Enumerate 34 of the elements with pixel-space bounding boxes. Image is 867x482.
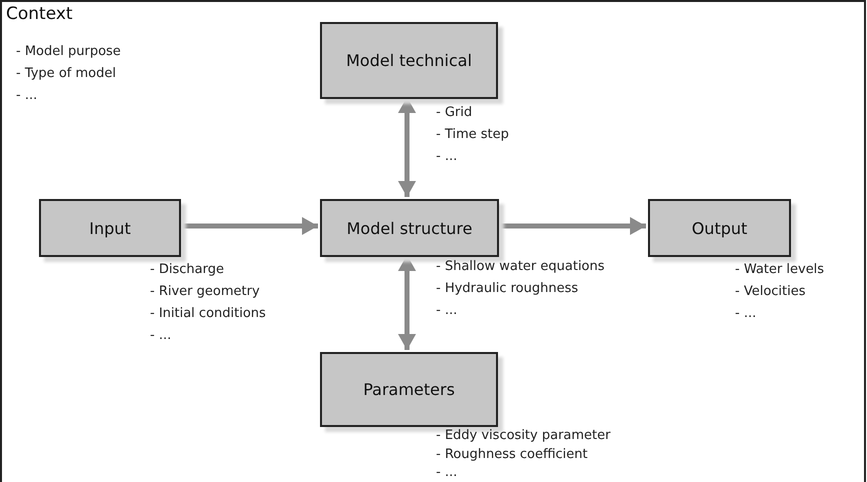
box-label: Model technical bbox=[346, 51, 472, 70]
list-item: - ... bbox=[436, 303, 458, 318]
box-label: Parameters bbox=[363, 380, 455, 399]
list-item: - ... bbox=[16, 88, 38, 103]
process-box bbox=[320, 199, 499, 257]
box-label: Model structure bbox=[346, 218, 472, 238]
frame-title: Context bbox=[6, 4, 73, 24]
process-box bbox=[320, 352, 498, 427]
list-item: - River geometry bbox=[150, 284, 260, 299]
arrow bbox=[398, 97, 416, 197]
process-box bbox=[648, 199, 791, 257]
arrow bbox=[179, 217, 318, 235]
list-item: - Grid bbox=[436, 105, 472, 120]
list-item: - Type of model bbox=[16, 66, 116, 81]
list-item: - Roughness coefficient bbox=[436, 446, 588, 462]
list-item: - ... bbox=[436, 465, 458, 480]
list-item: - ... bbox=[436, 149, 458, 164]
list-item: - Velocities bbox=[735, 284, 806, 299]
list-item: - Model purpose bbox=[16, 44, 121, 59]
box-label: Output bbox=[692, 218, 748, 238]
list-item: - ... bbox=[150, 328, 172, 343]
list-item: - Eddy viscosity parameter bbox=[436, 428, 610, 443]
list-item: - Discharge bbox=[150, 262, 224, 277]
list-item: - Shallow water equations bbox=[436, 259, 605, 274]
process-box bbox=[39, 199, 181, 257]
process-box bbox=[320, 22, 498, 99]
box-label: Input bbox=[89, 218, 131, 238]
list-item: - Time step bbox=[436, 127, 509, 142]
list-item: - Water levels bbox=[735, 262, 824, 277]
list-item: - Initial conditions bbox=[150, 306, 266, 321]
arrow bbox=[497, 217, 646, 235]
list-item: - ... bbox=[735, 306, 756, 321]
arrow bbox=[398, 255, 416, 350]
list-item: - Hydraulic roughness bbox=[436, 281, 578, 296]
